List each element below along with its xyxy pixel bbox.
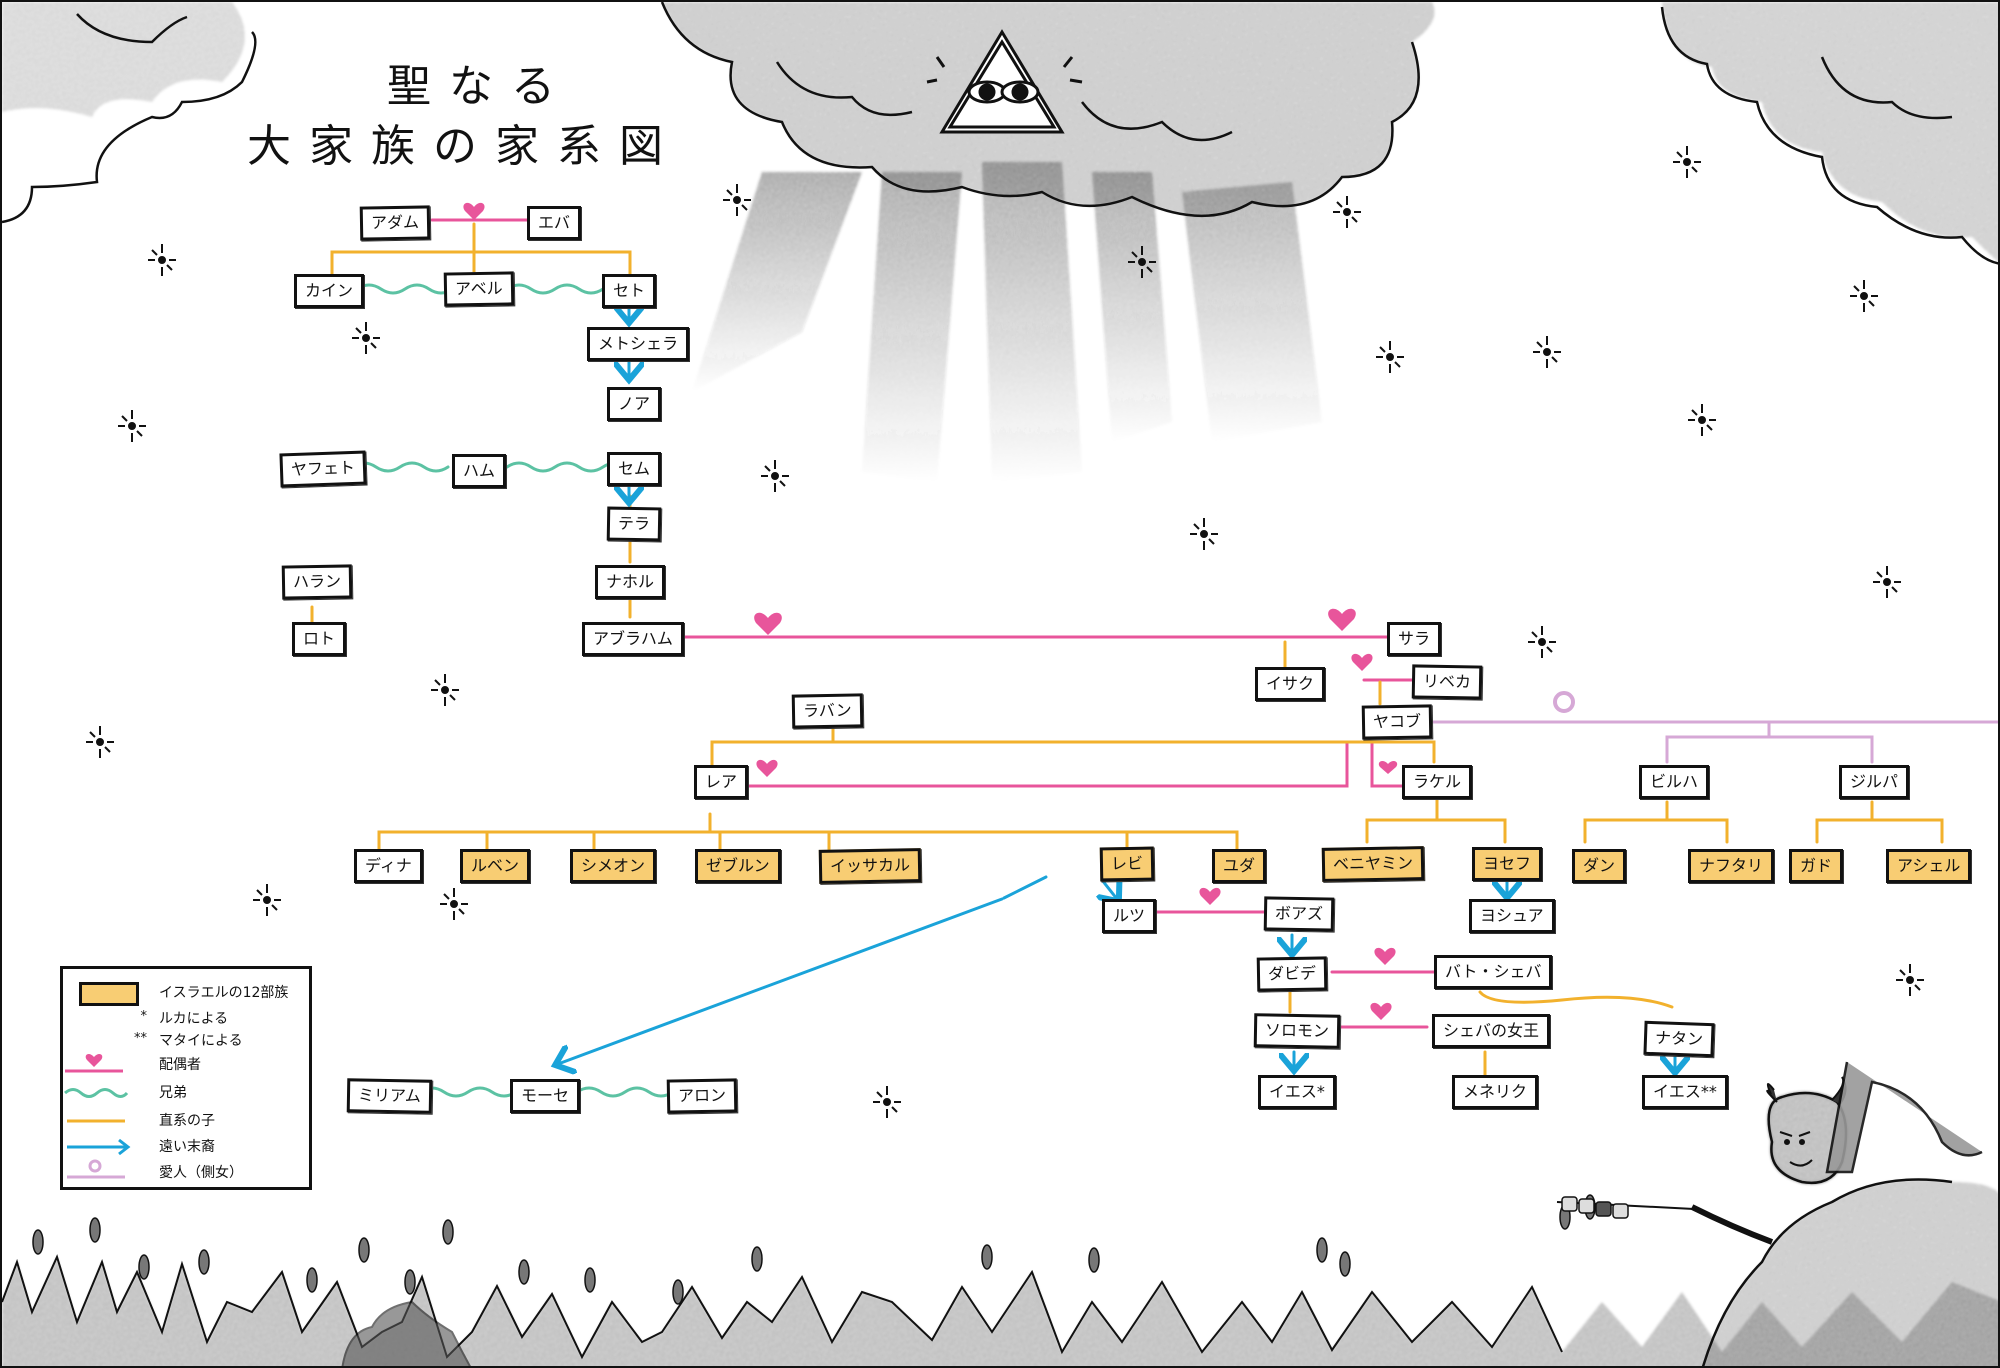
- double-asterisk-icon: **: [134, 1031, 147, 1046]
- node-ruth: ルツ: [1102, 899, 1157, 933]
- node-aaron: アロン: [666, 1078, 738, 1114]
- node-leah: レア: [694, 765, 749, 799]
- spouse-line-icon: [65, 1053, 123, 1073]
- legend-item-sibling: 兄弟: [63, 1079, 303, 1105]
- node-dinah: ディナ: [354, 849, 423, 883]
- legend-item-child: 直系の子: [63, 1107, 303, 1133]
- page-title-line1: 聖なる: [387, 61, 573, 112]
- node-issachar: イッサカル: [818, 848, 922, 884]
- node-david: ダビデ: [1256, 956, 1328, 992]
- node-methuselah: メトシェラ: [587, 327, 690, 361]
- descendant-arrow-icon: [67, 1138, 131, 1156]
- node-cain: カイン: [294, 274, 365, 308]
- node-judah: ユダ: [1212, 849, 1267, 883]
- node-miriam: ミリアム: [346, 1078, 433, 1114]
- concubine-line-icon: [67, 1159, 125, 1179]
- node-queen-of-sheba: シェバの女王: [1432, 1014, 1551, 1048]
- node-solomon: ソロモン: [1253, 1013, 1341, 1049]
- devil-roasting-marshmallows-icon: [1556, 1061, 1998, 1366]
- node-eve: エバ: [527, 206, 582, 240]
- heart-icons: [463, 202, 1398, 1020]
- node-jesus-matthew: イエス**: [1642, 1075, 1728, 1109]
- sparkle-icons: [86, 146, 1924, 1118]
- legend-item-tribes: イスラエルの12部族: [63, 979, 303, 1006]
- concubine-heart-icon: [1553, 691, 1575, 713]
- node-moses: モーセ: [510, 1079, 581, 1113]
- node-jacob: ヤコブ: [1361, 704, 1433, 740]
- node-abel: アベル: [443, 271, 514, 307]
- node-nathan: ナタン: [1643, 1020, 1715, 1058]
- node-lot: ロト: [292, 622, 347, 656]
- child-line-icon: [67, 1119, 125, 1123]
- legend-item-luke: * ルカによる: [63, 1005, 303, 1031]
- node-dan: ダン: [1572, 849, 1627, 883]
- node-isaac: イサク: [1255, 667, 1326, 701]
- node-asher: アシェル: [1886, 849, 1972, 883]
- node-reuben: ルベン: [460, 849, 531, 883]
- node-ham: ハム: [452, 454, 507, 488]
- descendant-arrow-segment: [1002, 875, 1048, 900]
- concubine-lines: [1398, 720, 1998, 764]
- node-levi: レビ: [1099, 846, 1155, 882]
- node-rachel: ラケル: [1402, 765, 1473, 799]
- all-seeing-eye-icon: [926, 29, 1083, 134]
- node-zebulun: ゼブルン: [695, 849, 781, 883]
- legend-item-matthew: ** マタイによる: [63, 1027, 303, 1053]
- legend-item-descendant: 遠い末裔: [63, 1133, 303, 1159]
- cloud-top-left-icon: [2, 2, 257, 224]
- legend: イスラエルの12部族 * ルカによる ** マタイによる 配偶者 兄弟: [60, 966, 312, 1190]
- node-naphtali: ナフタリ: [1688, 849, 1775, 883]
- spouse-lines: [430, 218, 1436, 1029]
- node-terah: テラ: [606, 506, 662, 542]
- yellow-box-icon: [63, 979, 153, 1006]
- node-zilpah: ジルパ: [1839, 765, 1910, 799]
- legend-item-concubine: 愛人（側女）: [63, 1159, 303, 1185]
- page-title-line2: 大家族の家系図: [247, 121, 681, 172]
- descendant-arrows: [558, 302, 1675, 1070]
- node-sarah: サラ: [1387, 622, 1442, 656]
- node-noah: ノア: [607, 387, 662, 421]
- node-abraham: アブラハム: [582, 622, 684, 656]
- legend-item-spouse: 配偶者: [63, 1051, 303, 1077]
- node-adam: アダム: [359, 205, 431, 241]
- node-boaz: ボアズ: [1263, 896, 1335, 932]
- node-gad: ガド: [1789, 849, 1844, 883]
- sibling-wave-icon: [64, 1088, 129, 1098]
- node-laban: ラバン: [791, 693, 863, 729]
- node-bathsheba: バト・シェバ: [1434, 955, 1553, 989]
- node-japheth: ヤフェト: [279, 450, 367, 488]
- light-rays-icon: [692, 162, 1322, 482]
- node-jesus-luke: イエス*: [1258, 1075, 1336, 1109]
- node-bilhah: ビルハ: [1639, 765, 1710, 799]
- child-lines: [310, 222, 1944, 1079]
- node-seth: セト: [602, 274, 657, 308]
- node-joseph: ヨセフ: [1472, 847, 1543, 881]
- asterisk-icon: *: [140, 1009, 148, 1024]
- node-simeon: シメオン: [570, 849, 657, 883]
- node-joshua: ヨシュア: [1469, 899, 1555, 933]
- cloud-top-right-icon: [1660, 2, 1998, 265]
- node-menelik: メネリク: [1452, 1075, 1539, 1109]
- node-rebekah: リベカ: [1411, 664, 1483, 700]
- node-nahor: ナホル: [595, 565, 666, 599]
- node-benjamin: ベニヤミン: [1321, 846, 1425, 882]
- node-haran: ハラン: [281, 564, 353, 600]
- node-shem: セム: [607, 452, 662, 486]
